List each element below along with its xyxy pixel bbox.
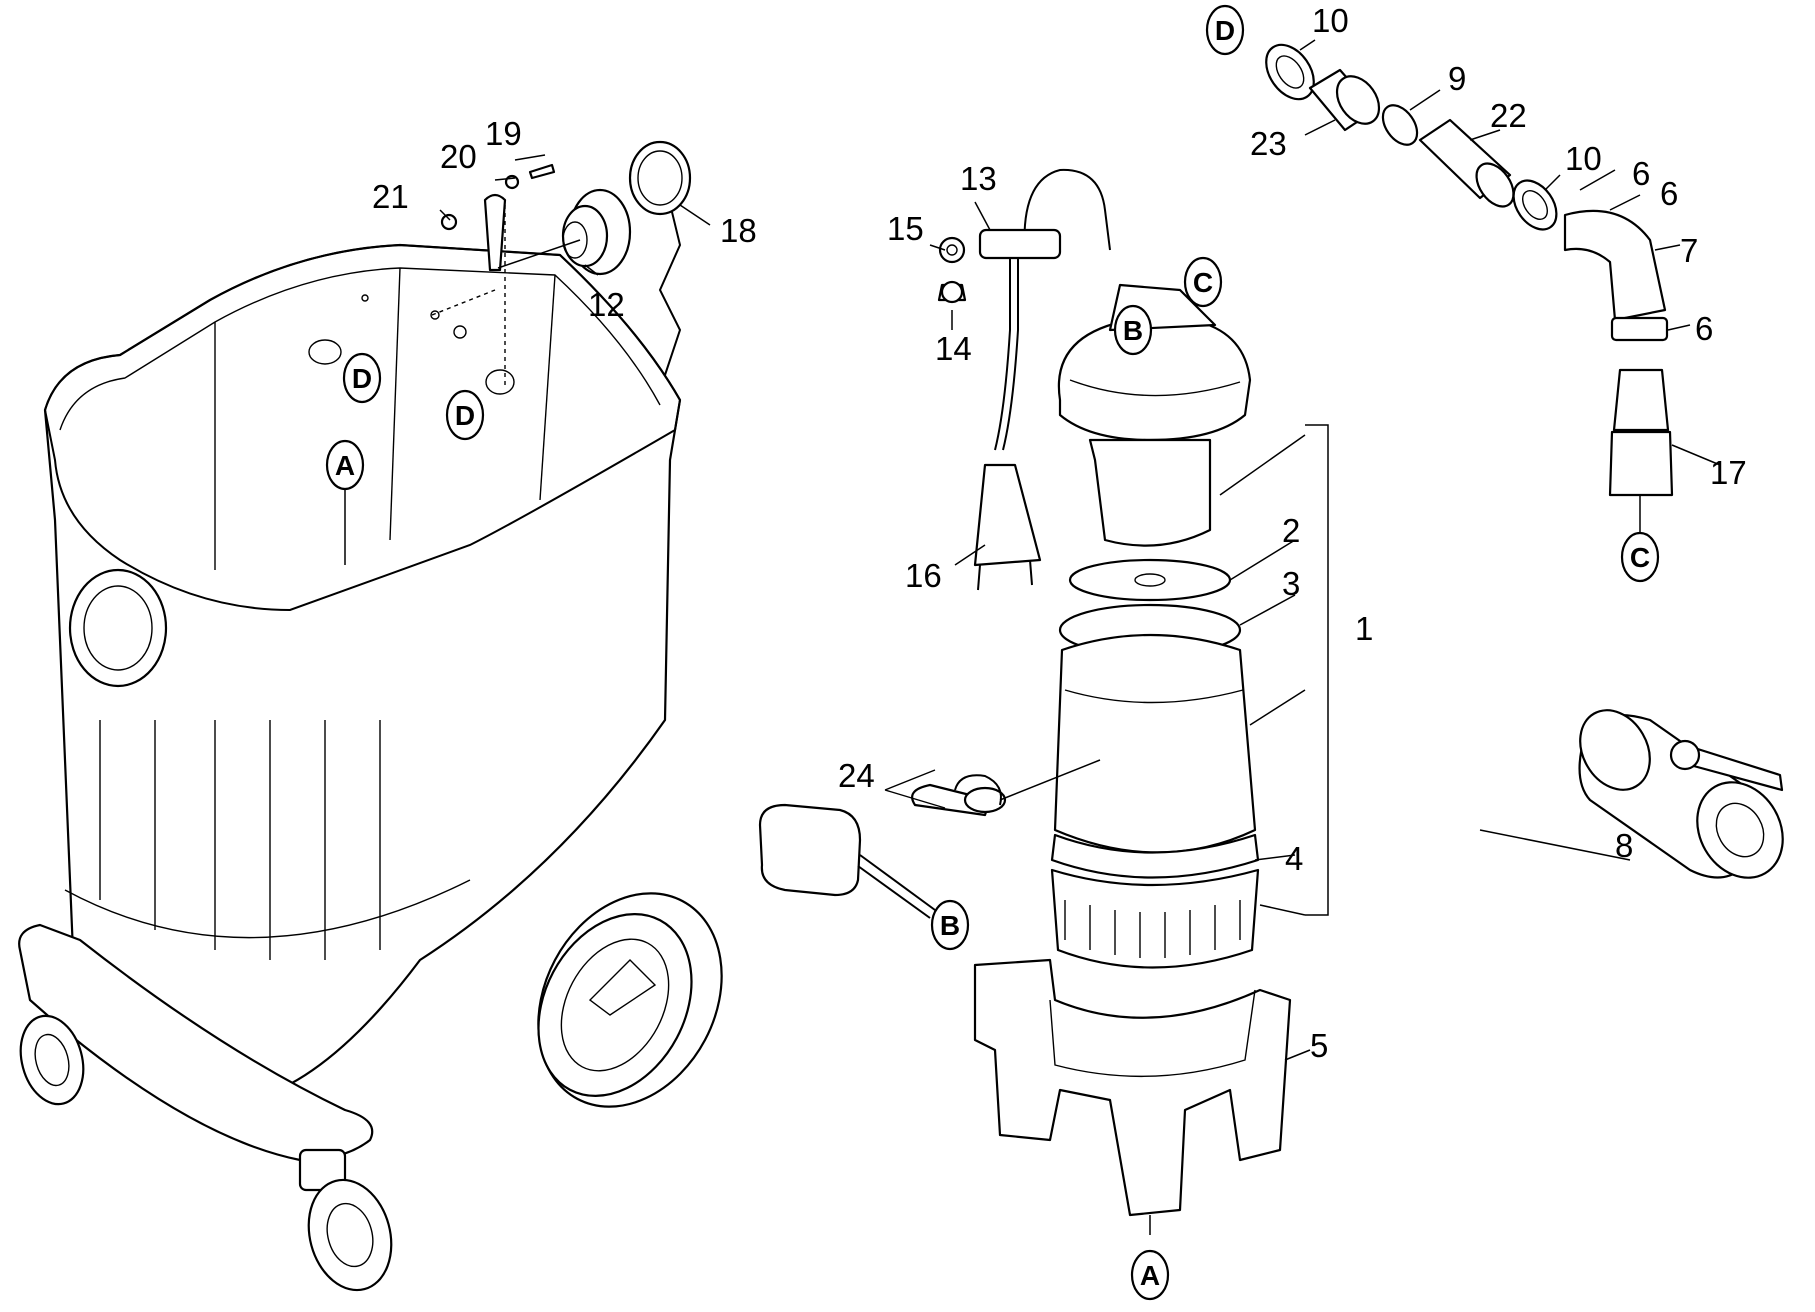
part-label-7: 7 xyxy=(1680,232,1698,269)
float-switch xyxy=(758,803,936,919)
pump-base-part-5 xyxy=(973,958,1292,1217)
large-wheel xyxy=(537,892,723,1108)
tank-assembly xyxy=(18,243,723,1292)
cart-frame xyxy=(18,923,374,1162)
elbow-part-7 xyxy=(1563,209,1667,322)
svg-text:B: B xyxy=(1123,315,1143,346)
seal-disc-part-2 xyxy=(1068,558,1232,602)
pump-motor-head xyxy=(1057,318,1252,442)
clip-part-24 xyxy=(911,774,1007,817)
callout-c-head: C xyxy=(1183,256,1223,308)
part-label-1: 1 xyxy=(1355,610,1373,647)
rear-caster-wheel xyxy=(298,1148,393,1292)
leader-lines xyxy=(439,39,1721,1061)
part-label-16: 16 xyxy=(905,557,942,594)
pump-housing xyxy=(1053,633,1257,854)
svg-text:D: D xyxy=(352,363,372,394)
hose-nipple-part-17 xyxy=(1612,368,1670,432)
part-label-10-mid: 10 xyxy=(1565,140,1602,177)
part-label-5: 5 xyxy=(1310,1027,1328,1064)
tank-rim xyxy=(43,243,682,612)
part-label-6b: 6 xyxy=(1660,175,1678,212)
hose-clamp-part-6 xyxy=(1610,316,1669,342)
part-label-17: 17 xyxy=(1710,454,1747,491)
callout-b-float: B xyxy=(930,899,970,951)
part-label-20: 20 xyxy=(440,138,477,175)
svg-text:A: A xyxy=(335,450,355,481)
hose-fittings xyxy=(1265,43,1674,540)
callout-a-tank: A xyxy=(325,439,365,491)
clip-part-20-21 xyxy=(440,163,556,272)
front-caster-wheel xyxy=(19,1014,85,1106)
part-label-14: 14 xyxy=(935,330,972,367)
ball-valve-part-8 xyxy=(1578,709,1784,879)
part-label-23: 23 xyxy=(1250,125,1287,162)
callout-d-fitting: D xyxy=(1205,4,1245,56)
part-label-21: 21 xyxy=(372,178,409,215)
callout-a-pump: A xyxy=(1130,1249,1170,1301)
strainer-basket xyxy=(1050,868,1260,969)
pump-assembly xyxy=(973,283,1292,1235)
callout-d-tank-right: D xyxy=(445,389,485,441)
fitting-part-12 xyxy=(561,188,632,276)
callout-c-hose: C xyxy=(1620,531,1660,583)
svg-text:D: D xyxy=(1215,15,1235,46)
svg-text:C: C xyxy=(1630,542,1650,573)
part-label-6a: 6 xyxy=(1632,155,1650,192)
part-label-4: 4 xyxy=(1285,840,1303,877)
part-label-13: 13 xyxy=(960,160,997,197)
plug-part-16 xyxy=(973,463,1042,591)
cap-part-18 xyxy=(628,140,692,376)
o-ring-part-9 xyxy=(1381,104,1419,146)
svg-text:A: A xyxy=(1140,1260,1160,1291)
cable-part-13 xyxy=(978,168,1111,451)
part-label-12: 12 xyxy=(588,286,625,323)
part-label-22: 22 xyxy=(1490,97,1527,134)
cable-clamp xyxy=(978,228,1062,260)
screw-parts-14-15 xyxy=(937,236,967,304)
callout-d-tank-left: D xyxy=(342,352,382,404)
part-label-8: 8 xyxy=(1615,827,1633,864)
part-number-labels: 1 2 3 4 5 6 6 6 7 8 9 10 10 12 13 14 15 … xyxy=(372,2,1747,1064)
part-label-3: 3 xyxy=(1282,565,1300,602)
svg-text:C: C xyxy=(1193,267,1213,298)
part-label-9: 9 xyxy=(1448,60,1466,97)
svg-text:D: D xyxy=(455,400,475,431)
bracket-part-1 xyxy=(1305,424,1329,916)
gasket-part-10-mid xyxy=(1512,179,1558,231)
callout-b-head: B xyxy=(1113,304,1153,356)
part-label-6c: 6 xyxy=(1695,310,1713,347)
gasket-part-10-top xyxy=(1265,43,1315,101)
part-label-10-top: 10 xyxy=(1312,2,1349,39)
part-label-19: 19 xyxy=(485,115,522,152)
part-label-24: 24 xyxy=(838,757,875,794)
part-label-2: 2 xyxy=(1282,512,1300,549)
connection-callouts: A A B B C C D D xyxy=(325,4,1660,1301)
svg-text:B: B xyxy=(940,910,960,941)
part-label-15: 15 xyxy=(887,210,924,247)
part-label-18: 18 xyxy=(720,212,757,249)
